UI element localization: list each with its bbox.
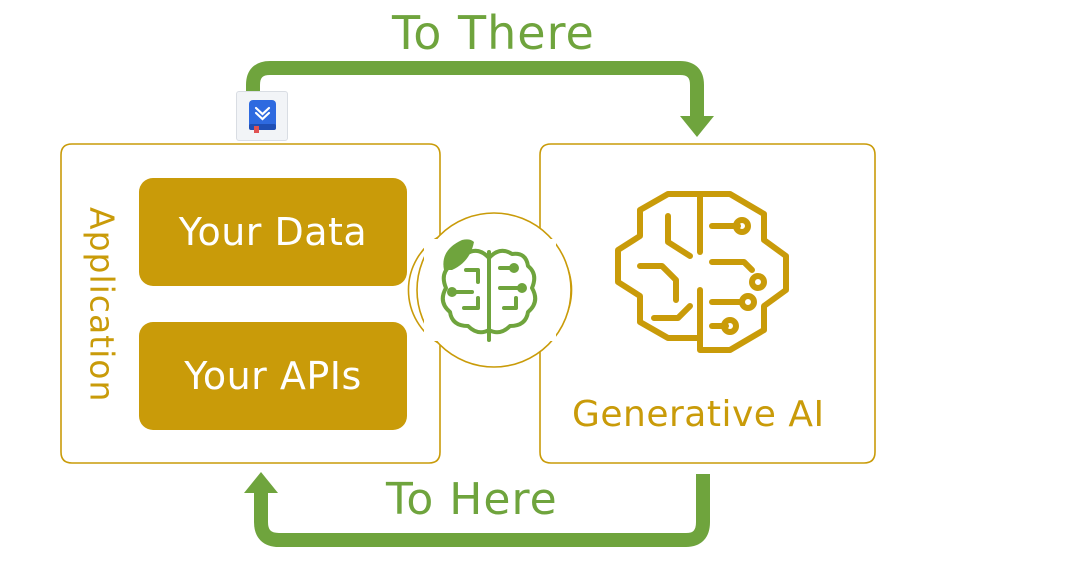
- to-there-label: To There: [392, 6, 595, 60]
- your-data-label: Your Data: [178, 210, 368, 254]
- arrow-to-here: [254, 474, 710, 547]
- arrow-to-there-head: [680, 116, 714, 137]
- arrow-to-there: [246, 61, 704, 118]
- leaf-icon: [443, 239, 474, 270]
- to-here-label: To Here: [386, 474, 558, 525]
- book-app-icon[interactable]: [236, 91, 288, 141]
- your-apis-label: Your APIs: [184, 354, 362, 398]
- your-data-block: Your Data: [139, 178, 407, 286]
- your-apis-block: Your APIs: [139, 322, 407, 430]
- neural-brain-icon: [615, 191, 789, 353]
- brain-leaf-icon: [440, 248, 538, 342]
- generative-ai-label: Generative AI: [572, 394, 825, 435]
- arrow-to-here-head: [244, 472, 278, 493]
- application-label: Application: [82, 207, 122, 403]
